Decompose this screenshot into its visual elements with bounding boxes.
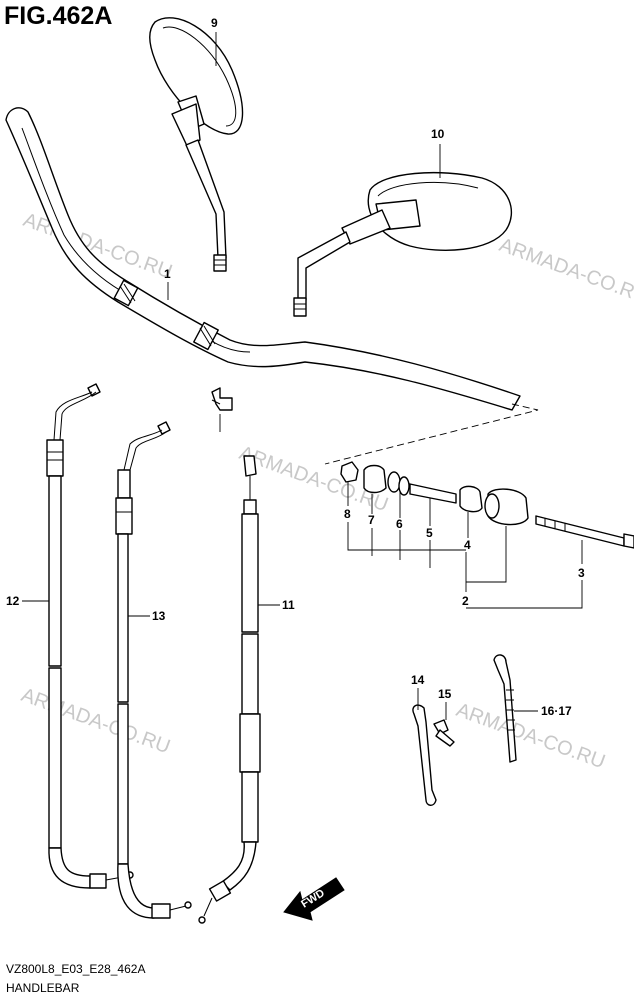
washer-6-a <box>387 471 401 493</box>
callout-10: 10 <box>431 127 445 141</box>
forward-arrow: FWD <box>283 877 345 921</box>
mirror-left <box>149 17 244 272</box>
lower-right-parts <box>412 654 517 806</box>
grip-assembly <box>340 461 634 549</box>
callout-2: 2 <box>462 594 469 608</box>
callout-12: 12 <box>6 594 20 608</box>
leader-lines <box>22 32 583 720</box>
collar-7 <box>363 464 387 494</box>
rubber-4 <box>459 485 483 513</box>
callout-9: 9 <box>211 16 218 30</box>
handlebar <box>5 107 539 465</box>
bolt-15-shank <box>435 729 455 747</box>
callout-11: 11 <box>282 598 295 612</box>
callout-1: 1 <box>164 267 171 281</box>
washer-6-b <box>398 476 410 496</box>
cable-12 <box>46 383 134 889</box>
callout-4: 4 <box>464 538 471 552</box>
callout-3: 3 <box>578 566 585 580</box>
cable-13 <box>115 421 192 919</box>
section-name: HANDLEBAR <box>6 981 80 995</box>
tube-5 <box>409 483 457 504</box>
screw-3 <box>535 515 625 547</box>
nut-8 <box>340 461 359 483</box>
callout-15: 15 <box>438 687 452 701</box>
callout-5: 5 <box>426 526 433 540</box>
callouts: 9 10 1 8 7 6 5 4 3 2 12 13 11 14 15 16·1… <box>6 16 585 718</box>
watermark-5: ARMADA-CO.RU <box>453 699 608 773</box>
model-code: VZ800L8_E03_E28_462A <box>6 962 146 976</box>
callout-6: 6 <box>396 517 403 531</box>
callout-7: 7 <box>368 513 375 527</box>
strap-16-17 <box>493 654 517 763</box>
spring-14 <box>412 704 437 806</box>
weight-2 <box>487 488 529 526</box>
watermark-4: ARMADA-CO.RU <box>18 684 173 758</box>
cable-11 <box>198 455 261 924</box>
callout-16-17: 16·17 <box>541 704 572 718</box>
figure-title: FIG.462A <box>4 2 113 30</box>
callout-14: 14 <box>411 673 425 687</box>
callout-13: 13 <box>152 609 166 623</box>
mirror-right <box>293 171 513 317</box>
callout-8: 8 <box>344 507 351 521</box>
cable-clamp <box>211 387 233 411</box>
watermark-3: ARMADA-CO.RU <box>496 234 634 308</box>
bolt-15-head <box>433 719 449 735</box>
